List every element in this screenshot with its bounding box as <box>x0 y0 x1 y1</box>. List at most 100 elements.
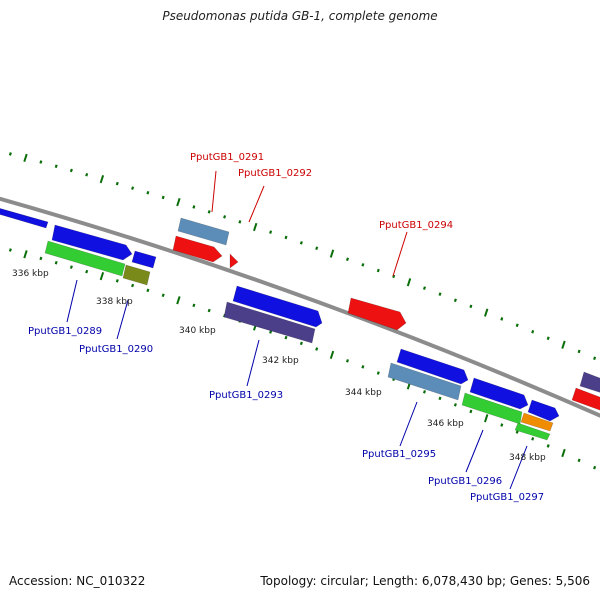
tick-mark <box>23 153 28 163</box>
tick-mark <box>546 336 550 340</box>
topology-text: Topology: circular; Length: 6,078,430 bp… <box>260 574 590 588</box>
gene-0288-arrow[interactable] <box>0 207 49 229</box>
tick-labels: 336 kbp 338 kbp 340 kbp 342 kbp 344 kbp … <box>12 269 546 463</box>
gene-0298-red[interactable] <box>571 387 600 412</box>
tick-mark <box>99 174 105 184</box>
tick-mark <box>577 458 581 463</box>
tick-mark <box>85 172 89 177</box>
callout-line <box>211 170 217 213</box>
tick-mark <box>284 235 288 240</box>
tick-mark <box>329 350 335 360</box>
tick-mark <box>361 365 365 369</box>
callout-line <box>465 429 484 473</box>
tick-mark <box>39 160 43 164</box>
gene-label-0293[interactable]: PputGB1_0293 <box>209 390 283 401</box>
gene-0293-blue-arrow <box>232 285 323 328</box>
gene-label-0296[interactable]: PputGB1_0296 <box>428 476 502 487</box>
tick-label: 346 kbp <box>427 419 464 429</box>
gene-0296-blue-arrow[interactable] <box>469 377 529 410</box>
gene-0289a-arrow[interactable] <box>51 224 133 261</box>
tick-mark <box>223 215 227 219</box>
tick-mark <box>345 359 350 363</box>
tick-label: 342 kbp <box>262 356 299 366</box>
tick-mark <box>469 304 473 309</box>
tick-mark <box>54 260 58 265</box>
tick-label: 338 kbp <box>96 297 133 307</box>
tick-mark <box>453 298 457 302</box>
gene-0296b-arrow[interactable] <box>527 399 560 422</box>
tick-mark <box>315 347 319 351</box>
tick-mark <box>438 396 442 401</box>
gene-0295-steel[interactable] <box>387 362 462 401</box>
tick-mark <box>438 292 442 296</box>
tick-mark <box>269 230 273 234</box>
gene-0297-green[interactable] <box>514 422 551 441</box>
tick-mark <box>85 269 89 274</box>
tick-mark <box>207 210 211 214</box>
tick-mark <box>299 241 303 245</box>
tick-mark <box>161 195 165 200</box>
genome-title: Pseudomonas putida GB-1, complete genome <box>162 9 438 23</box>
tick-mark <box>406 278 412 287</box>
gene-0293-navy[interactable] <box>223 301 316 344</box>
gene-0289-green[interactable] <box>44 240 126 277</box>
gene-label-0297[interactable]: PputGB1_0297 <box>470 492 544 503</box>
tick-mark <box>131 283 135 288</box>
gene-label-0289[interactable]: PputGB1_0289 <box>28 326 102 337</box>
gene-0295-blue-arrow[interactable] <box>396 348 469 385</box>
tick-mark <box>361 263 365 267</box>
tick-mark <box>115 279 119 283</box>
tick-mark <box>69 265 73 269</box>
accession-text: Accession: NC_010322 <box>9 574 146 588</box>
tick-mark <box>207 308 211 313</box>
callout-line <box>66 279 78 323</box>
tick-label: 336 kbp <box>12 269 49 279</box>
outer-tick-track <box>8 152 597 360</box>
tick-mark <box>515 430 519 434</box>
tick-mark <box>315 246 319 250</box>
tick-label: 344 kbp <box>345 388 382 398</box>
gene-0297-orange[interactable] <box>520 412 554 432</box>
tick-mark <box>269 330 273 334</box>
tick-mark <box>131 186 135 190</box>
gene-0290-olive[interactable] <box>122 264 151 286</box>
tick-mark <box>161 293 165 297</box>
tick-mark <box>39 256 43 261</box>
tick-mark <box>453 403 457 407</box>
tick-mark <box>593 356 597 360</box>
gene-label-0295[interactable]: PputGB1_0295 <box>362 449 436 460</box>
tick-mark <box>577 349 581 354</box>
gene-0294-red-arrow[interactable] <box>347 297 407 331</box>
tick-mark <box>531 329 535 334</box>
tick-mark <box>329 249 335 258</box>
gene-0292-small-arrow[interactable] <box>229 253 239 269</box>
gene-0289b-arrow[interactable] <box>131 250 157 269</box>
genome-backbone <box>0 196 600 418</box>
tick-mark <box>146 288 150 293</box>
tick-mark <box>345 257 350 261</box>
tick-mark <box>69 168 73 173</box>
gene-0298-navy[interactable] <box>579 371 600 394</box>
tick-mark <box>484 414 489 423</box>
tick-mark <box>531 437 535 441</box>
tick-mark <box>23 250 28 259</box>
tick-mark <box>99 271 105 281</box>
gene-0291-red-arrow[interactable] <box>172 235 223 263</box>
callout-line <box>509 445 528 490</box>
tick-label: 348 kbp <box>509 453 546 463</box>
tick-mark <box>115 181 119 186</box>
callout-line <box>248 185 265 223</box>
gene-0291-steel[interactable] <box>177 217 230 246</box>
tick-mark <box>500 317 504 321</box>
gene-label-0292[interactable]: PputGB1_0292 <box>238 168 312 179</box>
tick-label: 340 kbp <box>179 326 216 336</box>
tick-mark <box>376 371 380 375</box>
gene-label-0290[interactable]: PputGB1_0290 <box>79 344 153 355</box>
tick-mark <box>192 205 196 209</box>
tick-mark <box>593 465 597 470</box>
gene-label-0291[interactable]: PputGB1_0291 <box>190 152 264 163</box>
tick-mark <box>299 341 303 346</box>
tick-mark <box>422 286 427 290</box>
gene-label-0294[interactable]: PputGB1_0294 <box>379 220 453 231</box>
